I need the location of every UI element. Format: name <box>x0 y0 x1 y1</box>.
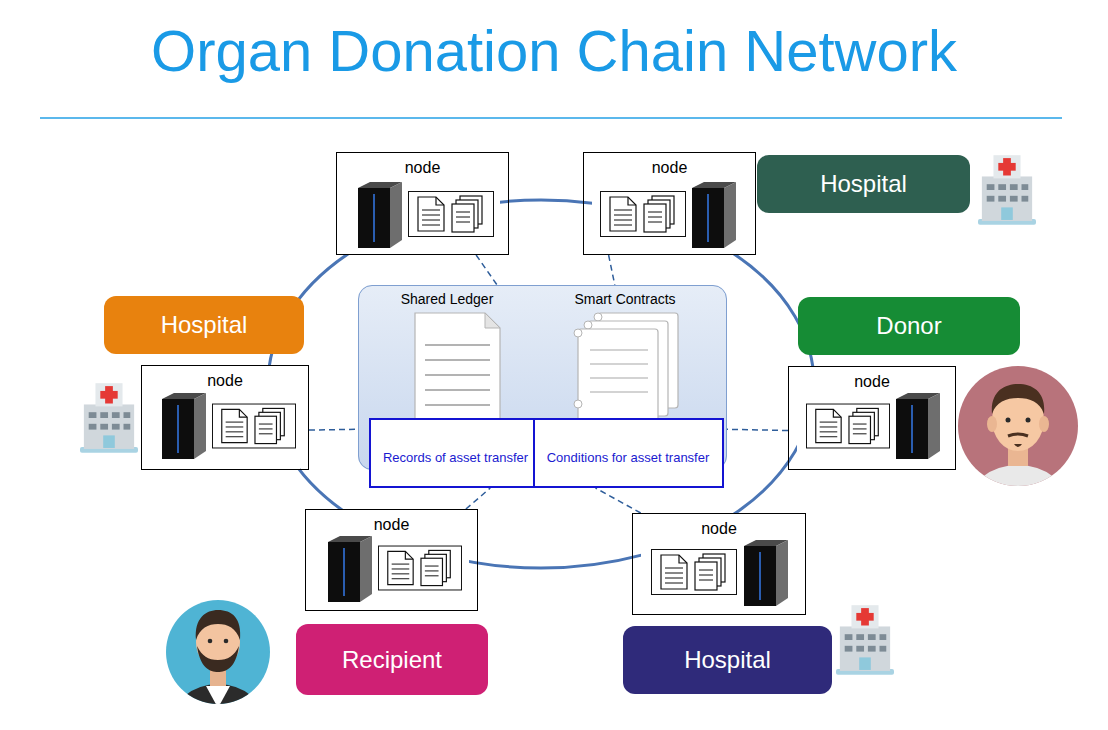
document-icon <box>409 192 494 237</box>
node-text: node <box>142 366 308 390</box>
node-text: Hospital <box>161 311 248 339</box>
dashed-link <box>609 255 615 285</box>
diagram-title: Organ Donation Chain Network <box>0 16 1108 86</box>
avatar-hair <box>196 610 240 640</box>
donor-avatar <box>958 366 1078 545</box>
dashed-link <box>309 429 358 431</box>
node-box: node <box>788 366 956 470</box>
avatar-eye <box>1026 418 1031 423</box>
ledger-panel: Shared Ledger Smart ContractsRecords of a… <box>358 285 727 470</box>
document-icon <box>601 192 686 237</box>
contract-scroll <box>578 329 658 424</box>
hospital-icon <box>80 383 138 453</box>
role-label: Donor <box>798 297 1020 355</box>
ledger-page <box>415 313 500 420</box>
avatar-jacket <box>172 684 264 730</box>
server-icon <box>328 536 372 602</box>
node-text: node <box>789 367 955 391</box>
dashed-link <box>596 488 641 513</box>
server-icon <box>358 182 402 248</box>
scroll-curl <box>584 321 592 329</box>
contracts-icon <box>574 313 678 424</box>
node-box-fills <box>150 152 947 615</box>
node-text: Recipient <box>342 646 442 674</box>
recipient-avatar <box>166 600 270 730</box>
hospital-icon <box>836 605 894 675</box>
node-text: Hospital <box>820 170 907 198</box>
document-icon <box>212 404 295 448</box>
node-text: Donor <box>876 312 941 340</box>
avatar-eye <box>224 639 229 644</box>
title-rule <box>40 117 1062 119</box>
asset-box: Records of asset transfer <box>369 418 543 488</box>
node-box: node <box>583 152 756 255</box>
ledger-fold <box>485 313 500 328</box>
ledger-lines <box>425 345 490 405</box>
node-box: node <box>305 509 478 611</box>
avatar-goatee <box>1014 444 1022 447</box>
document-icon <box>652 550 737 595</box>
node-box: node <box>632 513 806 615</box>
avatar-eye <box>208 639 213 644</box>
dashed-link <box>727 429 788 430</box>
node-box: node <box>141 365 309 470</box>
hospital-icon <box>978 155 1036 225</box>
avatar-ear <box>1039 416 1049 432</box>
server-icon <box>744 540 788 606</box>
role-label: Hospital <box>623 626 832 694</box>
avatar-ear <box>987 416 997 432</box>
node-text: node <box>306 510 477 534</box>
dashed-link <box>476 255 497 285</box>
server-icon <box>896 393 940 459</box>
server-icon <box>692 182 736 248</box>
node-text: Records of asset transfer <box>383 450 528 466</box>
server-icon <box>162 393 206 459</box>
ledger-icon <box>415 313 500 420</box>
node-text: node <box>584 153 755 177</box>
role-label: Recipient <box>296 624 488 695</box>
avatar-shirt <box>206 686 230 708</box>
node-text: Conditions for asset transfer <box>547 450 710 466</box>
role-label: Hospital <box>104 296 304 354</box>
scroll-curl <box>574 400 582 408</box>
avatar-beard <box>197 646 239 672</box>
avatar-hair <box>992 384 1044 414</box>
asset-box: Conditions for asset transfer <box>533 418 724 488</box>
contract-lines <box>590 350 648 392</box>
node-text: node <box>337 153 508 177</box>
dashed-link <box>466 488 490 509</box>
document-icon <box>806 404 889 448</box>
panel-heading: Smart Contracts <box>535 291 715 308</box>
document-icon <box>378 546 461 590</box>
avatar-shirt <box>968 465 1068 545</box>
node-text: node <box>633 514 805 538</box>
scroll-curl <box>574 329 582 337</box>
avatar-moustache <box>1008 434 1028 436</box>
role-label: Hospital <box>757 155 970 213</box>
avatar-eye <box>1006 418 1011 423</box>
scroll-curl <box>594 313 602 321</box>
node-text: Hospital <box>684 646 771 674</box>
panel-heading: Shared Ledger <box>367 291 527 308</box>
node-box: node <box>336 152 509 255</box>
